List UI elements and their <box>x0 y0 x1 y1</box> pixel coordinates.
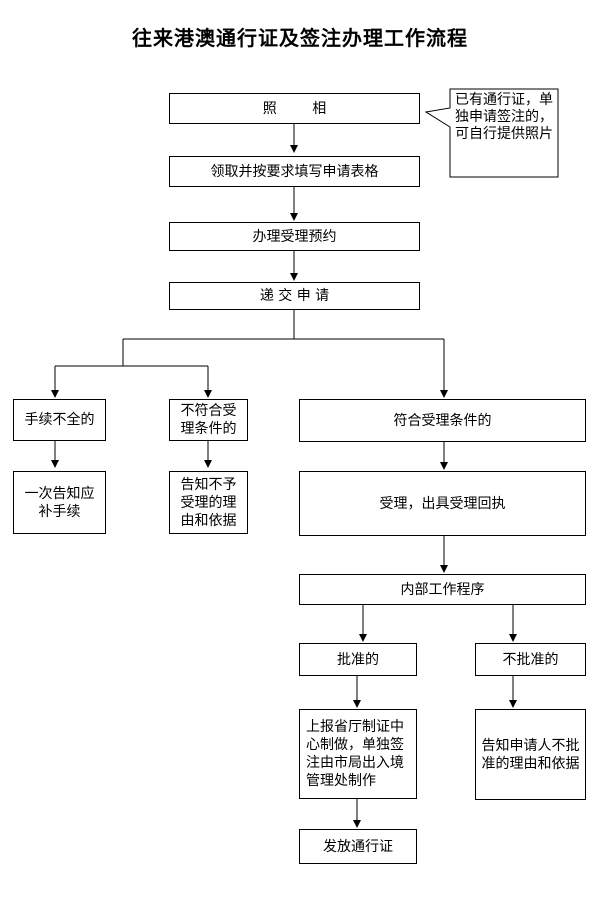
step-appointment-label: 办理受理预约 <box>252 228 337 245</box>
note-text: 已有通行证，单独申请签注的，可自行提供照片 <box>455 92 553 142</box>
step-fill-form: 领取并按要求填写申请表格 <box>169 156 420 187</box>
step-notify-once-label: 一次告知应补手续 <box>24 485 95 520</box>
step-report-production: 上报省厅制证中心制做，单独签注由市局出入境管理处制作 <box>299 709 417 799</box>
note-callout <box>424 88 559 178</box>
page-title: 往来港澳通行证及签注办理工作流程 <box>132 26 468 50</box>
step-incomplete: 手续不全的 <box>13 399 106 441</box>
step-photo: 照 相 <box>169 93 420 124</box>
step-internal: 内部工作程序 <box>299 574 586 605</box>
step-incomplete-label: 手续不全的 <box>24 412 95 428</box>
step-accept-receipt-label: 受理，出具受理回执 <box>379 495 506 512</box>
step-approved-label: 批准的 <box>337 651 379 668</box>
step-not-eligible: 不符合受理条件的 <box>169 399 248 441</box>
step-notify-reason: 告知不予受理的理由和依据 <box>169 471 248 534</box>
step-photo-label: 照 相 <box>262 100 327 117</box>
step-approved: 批准的 <box>299 643 417 676</box>
step-not-eligible-label: 不符合受理条件的 <box>180 403 237 437</box>
step-appointment: 办理受理预约 <box>169 222 420 251</box>
step-notify-once: 一次告知应补手续 <box>13 471 106 534</box>
step-report-production-label: 上报省厅制证中心制做，单独签注由市局出入境管理处制作 <box>306 719 404 789</box>
step-eligible: 符合受理条件的 <box>299 399 586 442</box>
step-internal-label: 内部工作程序 <box>400 581 485 598</box>
step-not-approved: 不批准的 <box>475 643 586 676</box>
step-notify-applicant-label: 告知申请人不批准的理由和依据 <box>481 737 580 772</box>
step-issue: 发放通行证 <box>299 829 417 864</box>
step-not-approved-label: 不批准的 <box>502 651 559 668</box>
step-eligible-label: 符合受理条件的 <box>393 412 492 429</box>
step-notify-applicant: 告知申请人不批准的理由和依据 <box>475 709 586 800</box>
step-submit: 递 交 申 请 <box>169 282 420 310</box>
step-accept-receipt: 受理，出具受理回执 <box>299 471 586 536</box>
step-issue-label: 发放通行证 <box>323 838 393 855</box>
step-submit-label: 递 交 申 请 <box>259 288 330 304</box>
step-notify-reason-label: 告知不予受理的理由和依据 <box>180 476 237 529</box>
step-fill-form-label: 领取并按要求填写申请表格 <box>210 163 379 180</box>
